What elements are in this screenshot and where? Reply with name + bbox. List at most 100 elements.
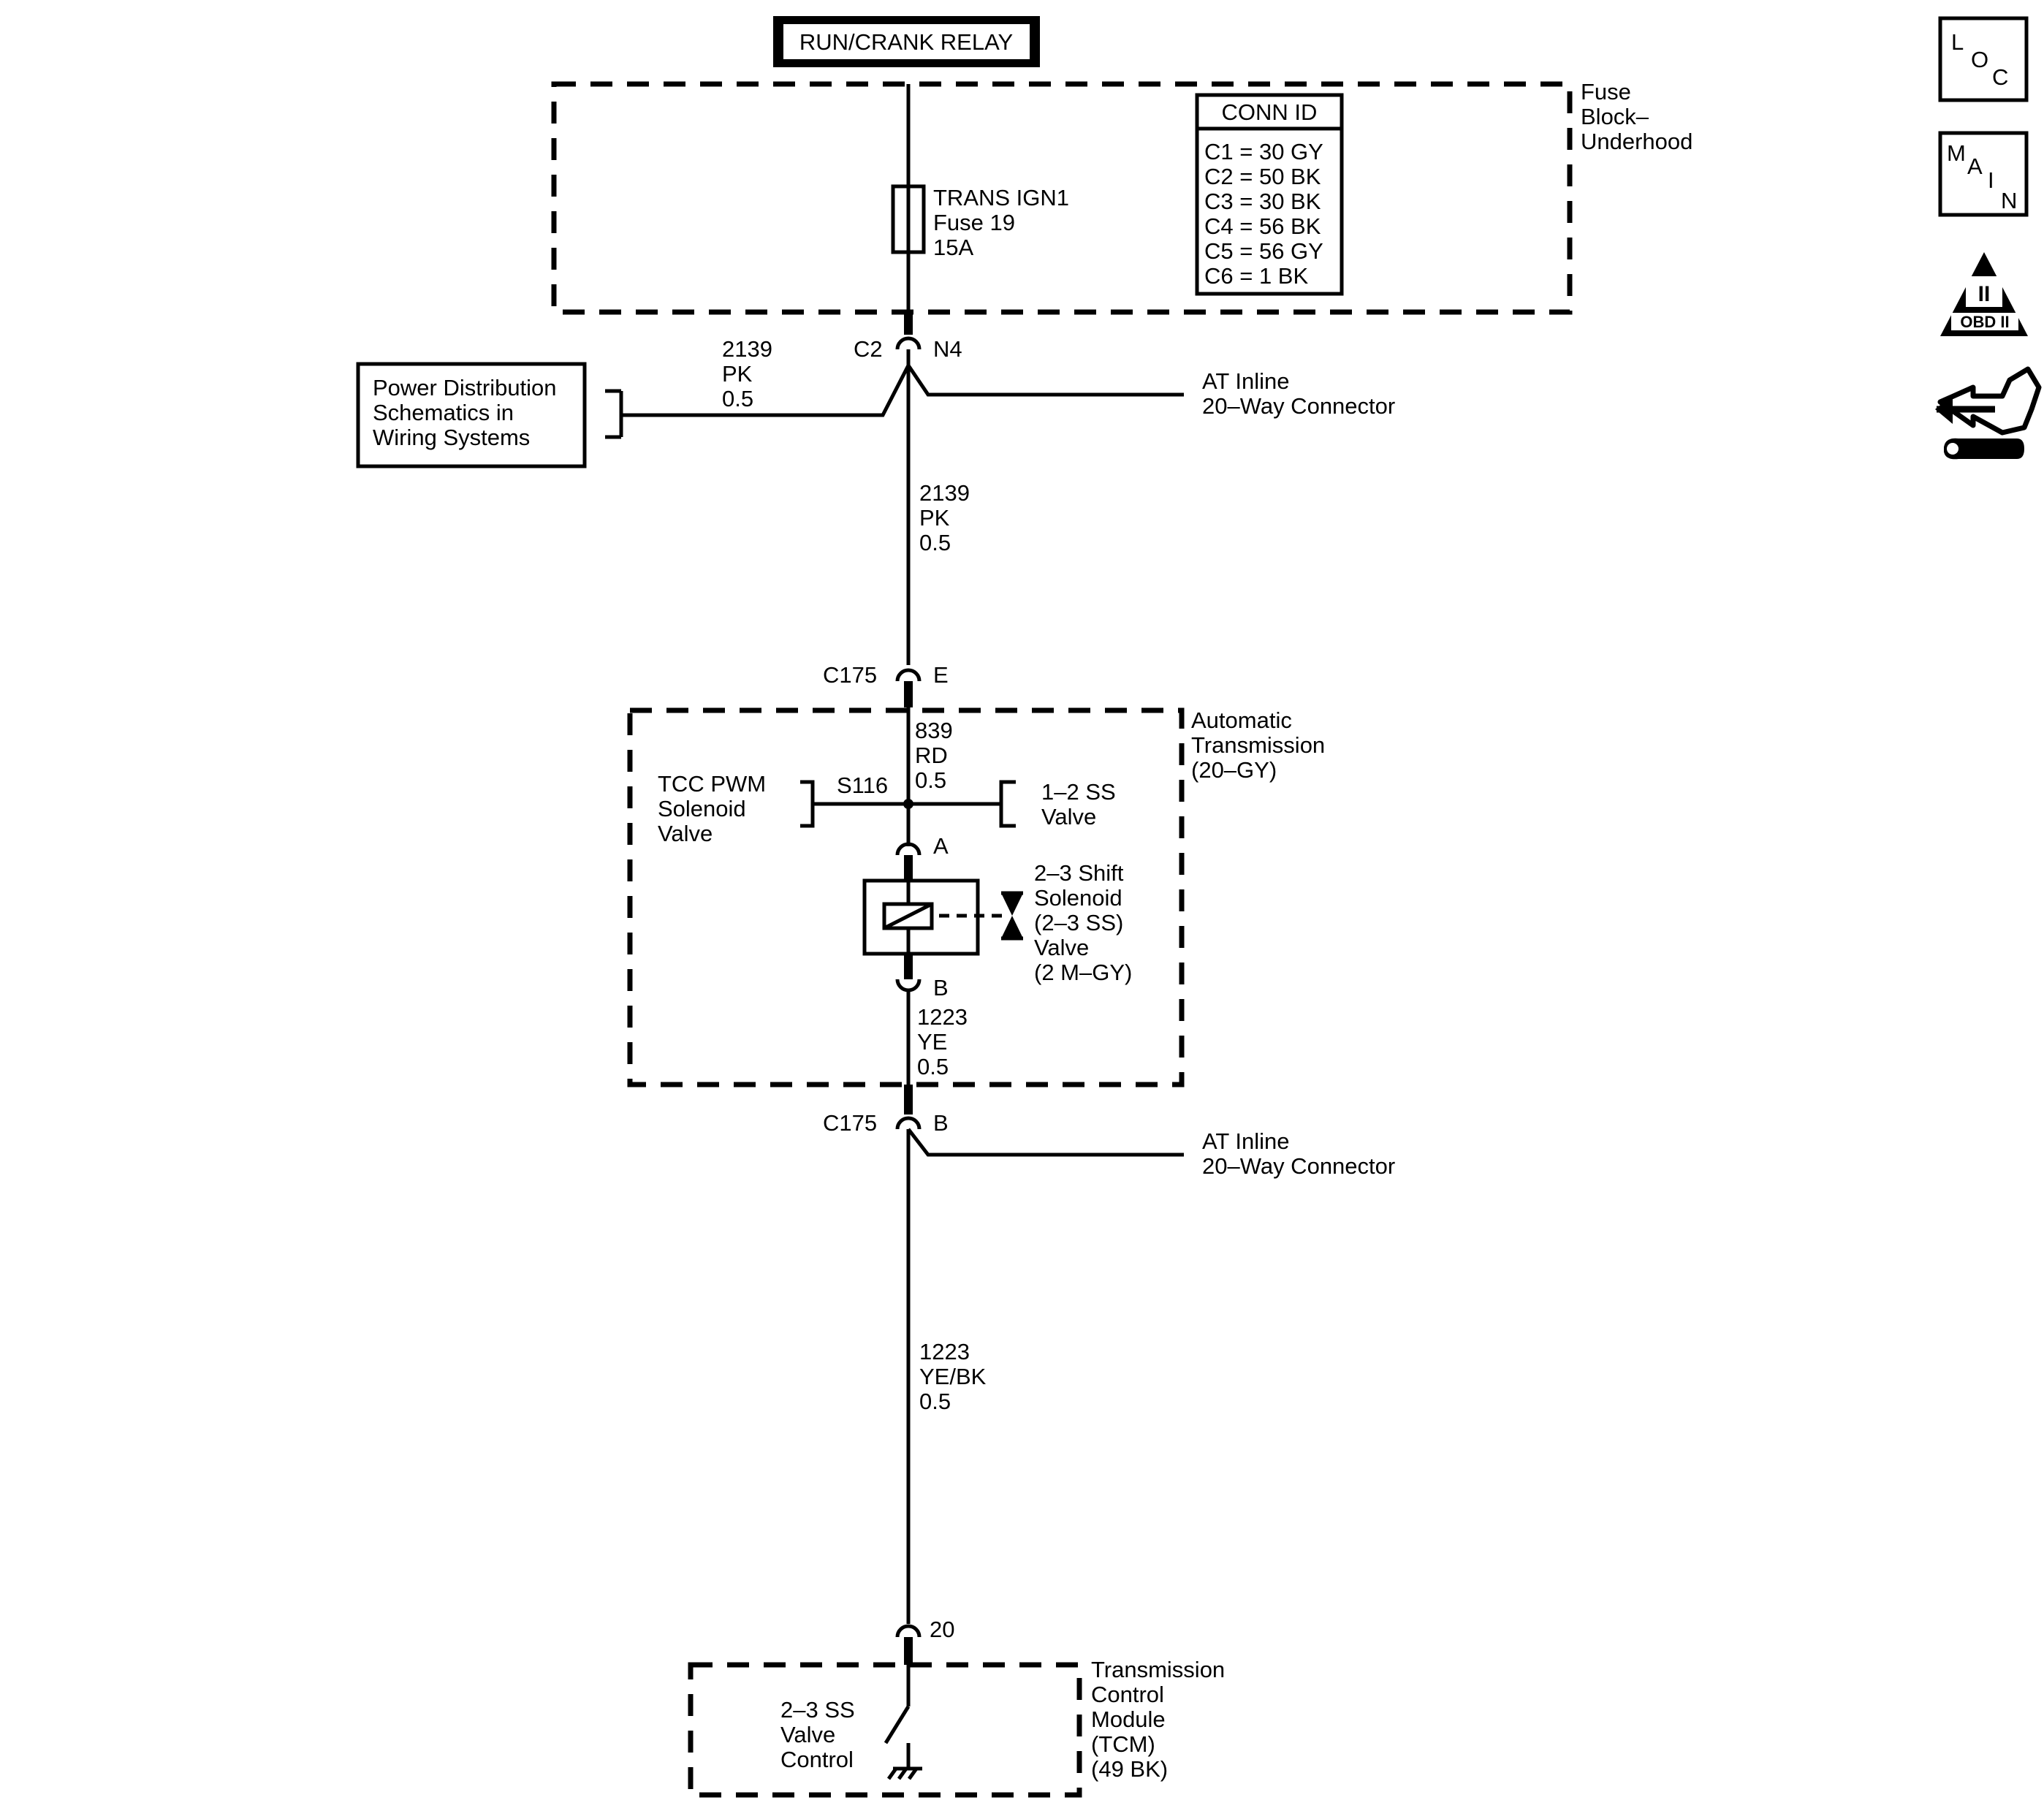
tcm-control-2: Valve: [780, 1722, 835, 1747]
main-letter: I: [1988, 167, 1994, 193]
fuse-rating: 15A: [933, 235, 973, 260]
connector-c2-n4: C2 N4: [854, 312, 962, 365]
wire-2139-main: 2139 PK 0.5: [906, 365, 970, 665]
run-crank-relay: RUN/CRANK RELAY: [773, 16, 1040, 67]
tcc-label-3: Valve: [658, 821, 713, 846]
conn-id-title: CONN ID: [1222, 99, 1318, 125]
fuse-block-label-2: Block–: [1581, 104, 1649, 129]
pd-ref-line: Wiring Systems: [373, 425, 530, 450]
tcm-control-3: Control: [780, 1747, 854, 1772]
fuse-block-label-1: Fuse: [1581, 79, 1631, 105]
wire-2139-size: 0.5: [919, 530, 951, 555]
wire-1223-ye-size: 0.5: [917, 1054, 949, 1079]
loc-letter: L: [1951, 29, 1964, 55]
solenoid-label-4: Valve: [1034, 935, 1089, 960]
tcc-label-1: TCC PWM: [658, 771, 766, 797]
ss12-label-1: 1–2 SS: [1041, 779, 1116, 805]
diagnostic-tools-icon[interactable]: [1935, 366, 2042, 460]
pd-wire-color: PK: [722, 361, 753, 387]
pin-b-label: B: [933, 975, 949, 1001]
loc-letter: O: [1971, 47, 1988, 72]
loc-letter: C: [1992, 64, 2008, 90]
transmission-control-module: Transmission Control Module (TCM) (49 BK…: [688, 1657, 1225, 1798]
conn-id-row: C2 = 50 BK: [1204, 164, 1321, 189]
c2-label: C2: [854, 336, 883, 362]
transmission-label-3: (20–GY): [1191, 757, 1277, 783]
conn-id-row: C6 = 1 BK: [1204, 263, 1308, 289]
at-inline-top-branch: AT Inline 20–Way Connector: [906, 364, 1395, 419]
pin-a-label: A: [933, 833, 949, 859]
fuse-block-label-3: Underhood: [1581, 129, 1692, 154]
fuse-name: TRANS IGN1: [933, 185, 1069, 210]
connector-c175-b: C175 B AT Inline 20–Way Connector: [823, 1085, 1395, 1179]
valve-icon: [1001, 893, 1023, 916]
conn-id-row: C5 = 56 GY: [1204, 238, 1323, 264]
wire-2139-circuit: 2139: [919, 480, 970, 506]
automatic-transmission: Automatic Transmission (20–GY) 839 RD 0.…: [627, 707, 1325, 1087]
pd-wire-circuit: 2139: [722, 336, 772, 362]
ss12-label-2: Valve: [1041, 804, 1096, 829]
transmission-label-1: Automatic: [1191, 707, 1292, 733]
transmission-outline: [627, 707, 1185, 1087]
wire-1223-yebk: 1223 YE/BK 0.5: [906, 1129, 987, 1624]
at-inline-top-2: 20–Way Connector: [1202, 393, 1395, 419]
conn-id-row: C3 = 30 BK: [1204, 189, 1321, 214]
main-letter: A: [1967, 153, 1983, 179]
pd-ref-line: Power Distribution: [373, 375, 557, 400]
at-inline-bottom-1: AT Inline: [1202, 1128, 1289, 1154]
pd-ref-line: Schematics in: [373, 400, 514, 425]
solenoid-label-3: (2–3 SS): [1034, 910, 1123, 935]
solenoid-label-5: (2 M–GY): [1034, 960, 1132, 985]
c175-bottom-pin: B: [933, 1110, 949, 1136]
low-side-switch: [884, 1705, 911, 1744]
connector-tcm-20: 20: [895, 1617, 954, 1665]
pd-wire-size: 0.5: [722, 386, 753, 411]
c175-top-label: C175: [823, 662, 877, 688]
wire-839-size: 0.5: [915, 767, 946, 793]
tcm-label-3: Module: [1091, 1706, 1166, 1732]
main-letter: M: [1947, 140, 1966, 166]
wire-2139-color: PK: [919, 505, 950, 531]
obd-ii-icon[interactable]: II OBD II: [1940, 252, 2028, 336]
wire-1223-yebk-circuit: 1223: [919, 1339, 970, 1364]
loc-icon[interactable]: L O C: [1938, 16, 2029, 102]
wire-839-color: RD: [915, 743, 948, 768]
main-letter: N: [2001, 188, 2017, 213]
at-inline-bottom-2: 20–Way Connector: [1202, 1153, 1395, 1179]
fuse-block-underhood: Fuse Block– Underhood TRANS IGN1 Fuse 19…: [551, 79, 1692, 315]
obd-text: OBD II: [1960, 313, 2009, 331]
wire-839-circuit: 839: [915, 718, 953, 743]
tcm-label-4: (TCM): [1091, 1731, 1155, 1757]
transmission-label-2: Transmission: [1191, 732, 1325, 758]
conn-id-table: CONN ID C1 = 30 GY C2 = 50 BK C3 = 30 BK…: [1195, 93, 1344, 296]
tcm-outline: [688, 1662, 1082, 1798]
c175-top-pin: E: [933, 662, 949, 688]
relay-label: RUN/CRANK RELAY: [799, 29, 1013, 55]
solenoid-label-1: 2–3 Shift: [1034, 860, 1124, 886]
conn-id-row: C4 = 56 BK: [1204, 213, 1321, 239]
main-icon[interactable]: M A I N: [1938, 131, 2029, 217]
n4-pin-label: N4: [933, 336, 962, 362]
tcm-label-1: Transmission: [1091, 1657, 1225, 1682]
solenoid-label-2: Solenoid: [1034, 885, 1122, 911]
tcm-control-1: 2–3 SS: [780, 1697, 855, 1723]
power-distribution-ref-box: [356, 362, 587, 468]
ground-icon: [886, 1766, 922, 1780]
conn-id-row: C1 = 30 GY: [1204, 139, 1323, 164]
obd-numeral: II: [1978, 282, 1991, 306]
tcm-label-2: Control: [1091, 1682, 1164, 1707]
power-distribution-branch: 2139 PK 0.5 Power Distribution Schematic…: [356, 336, 911, 468]
tcc-label-2: Solenoid: [658, 796, 746, 821]
splice-label: S116: [837, 772, 888, 798]
tcm-label-5: (49 BK): [1091, 1756, 1168, 1782]
tcm-pin-label: 20: [930, 1617, 954, 1642]
wire-1223-ye-circuit: 1223: [917, 1004, 968, 1030]
wire-1223-ye-color: YE: [917, 1029, 947, 1055]
wire-1223-yebk-color: YE/BK: [919, 1364, 987, 1389]
c175-bottom-label: C175: [823, 1110, 877, 1136]
fuse-number: Fuse 19: [933, 210, 1015, 235]
connector-c175-e: C175 E: [823, 662, 949, 707]
wire-1223-yebk-size: 0.5: [919, 1389, 951, 1414]
at-inline-top-1: AT Inline: [1202, 368, 1289, 394]
